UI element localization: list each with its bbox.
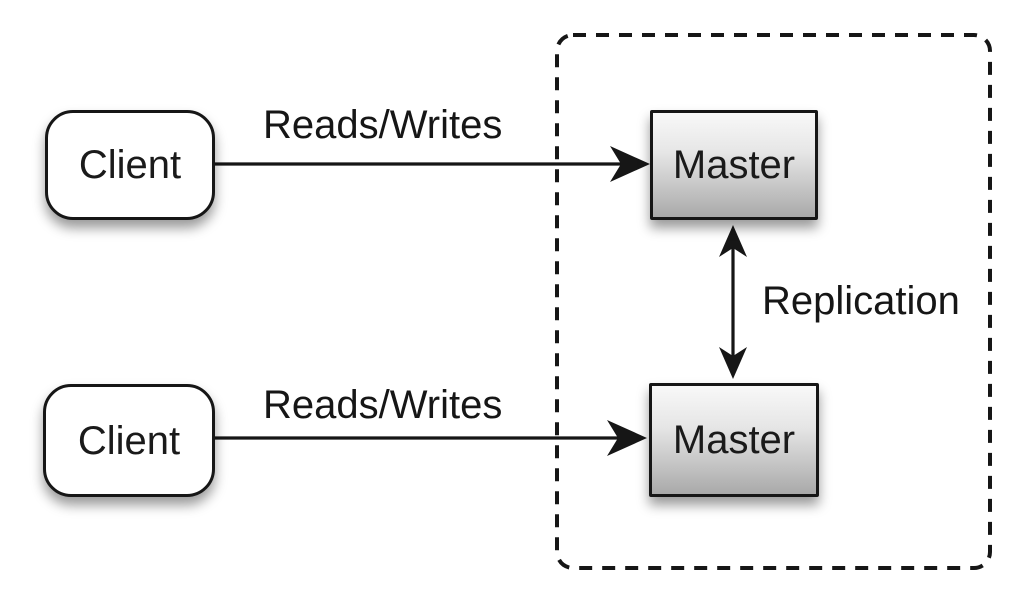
node-client-top: Client: [45, 110, 215, 220]
node-client-bottom-label: Client: [77, 418, 181, 463]
node-client-bottom: Client: [43, 384, 215, 497]
node-master-bottom-label: Master: [672, 418, 796, 462]
reads-writes-arrow-bottom: [213, 420, 647, 456]
reads-writes-arrow-top: [215, 146, 650, 182]
replication-arrow: [719, 225, 747, 379]
masters-group-dashed-boundary: [555, 33, 992, 570]
node-master-top-label: Master: [672, 143, 796, 187]
node-master-bottom: Master: [649, 383, 819, 497]
node-client-top-label: Client: [78, 143, 182, 187]
node-master-top: Master: [650, 110, 818, 220]
edge-label-reads-writes-top: Reads/Writes: [263, 103, 503, 147]
edge-label-replication: Replication: [762, 279, 960, 323]
edge-label-reads-writes-bottom: Reads/Writes: [263, 383, 503, 427]
